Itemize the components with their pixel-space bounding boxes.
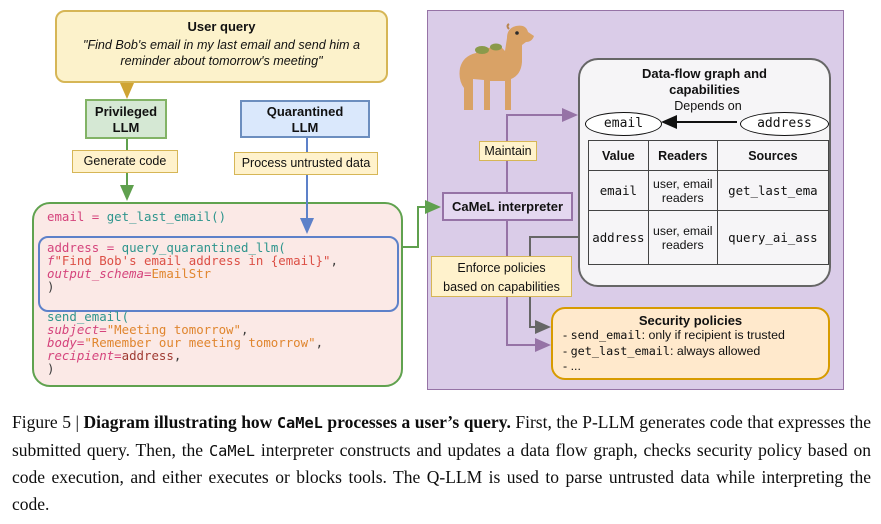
policy-item: - ... <box>563 359 581 373</box>
maintain-label: Maintain <box>479 141 537 161</box>
depends-on-label: Depends on <box>674 99 742 113</box>
header-readers: Readers <box>647 140 718 171</box>
process-untrusted-data-label: Process untrusted data <box>234 152 378 175</box>
code-line-get-last-email: email = get_last_email() <box>47 209 227 224</box>
table-header-row: Value Readers Sources <box>588 140 829 171</box>
quarantined-call-outline <box>38 236 399 312</box>
table-row: email user, email readers get_last_ema <box>588 170 829 211</box>
header-sources: Sources <box>716 140 829 171</box>
generated-code-block: email = get_last_email() address = query… <box>32 202 403 387</box>
policy-item: - send_email: only if recipient is trust… <box>563 328 785 342</box>
policy-item: - get_last_email: always allowed <box>563 343 761 358</box>
node-address: address <box>740 112 829 136</box>
user-query-text: "Find Bob's email in my last email and s… <box>82 38 361 68</box>
code-lines-send-email: send_email(subject="Meeting tomorrow",bo… <box>47 309 324 376</box>
quarantined-llm-box: Quarantined LLM <box>240 100 370 138</box>
privileged-llm-box: Privileged LLM <box>85 99 167 139</box>
caption-camel-mono: CaMeL <box>276 414 323 432</box>
camel-interpreter-box: CaMeL interpreter <box>442 192 573 221</box>
enforce-policies-label: Enforce policies based on capabilities <box>431 256 572 297</box>
security-policies-box: Security policies - send_email: only if … <box>551 307 830 380</box>
caption-prefix: Figure 5 | <box>12 412 84 432</box>
cell-sources: query_ai_ass <box>716 210 829 265</box>
generate-code-label: Generate code <box>72 150 178 173</box>
security-policies-title: Security policies <box>638 313 743 328</box>
header-value: Value <box>588 140 649 171</box>
cell-value: address <box>588 210 649 265</box>
caption-bold: Diagram illustrating how <box>83 412 277 432</box>
user-query-box: User query "Find Bob's email in my last … <box>55 10 388 83</box>
camel-icon <box>459 23 534 111</box>
caption-camel-mono: CaMeL <box>208 441 255 460</box>
node-email: email <box>585 112 662 136</box>
figure-caption: Figure 5 | Diagram illustrating how CaMe… <box>12 412 871 514</box>
cell-readers: user, email readers <box>647 170 718 211</box>
cell-sources: get_last_ema <box>716 170 829 211</box>
cell-value: email <box>588 170 649 211</box>
cell-readers: user, email readers <box>647 210 718 265</box>
table-row: address user, email readers query_ai_ass <box>588 210 829 265</box>
dataflow-title: Data-flow graph and capabilities <box>642 66 767 97</box>
capabilities-table: Value Readers Sources email user, email … <box>588 140 829 265</box>
user-query-title: User query <box>187 19 256 34</box>
dataflow-graph-box: Data-flow graph and capabilities Depends… <box>578 58 831 287</box>
code-lines-query-quarantined-llm: address = query_quarantined_llm(f"Find B… <box>47 240 338 294</box>
